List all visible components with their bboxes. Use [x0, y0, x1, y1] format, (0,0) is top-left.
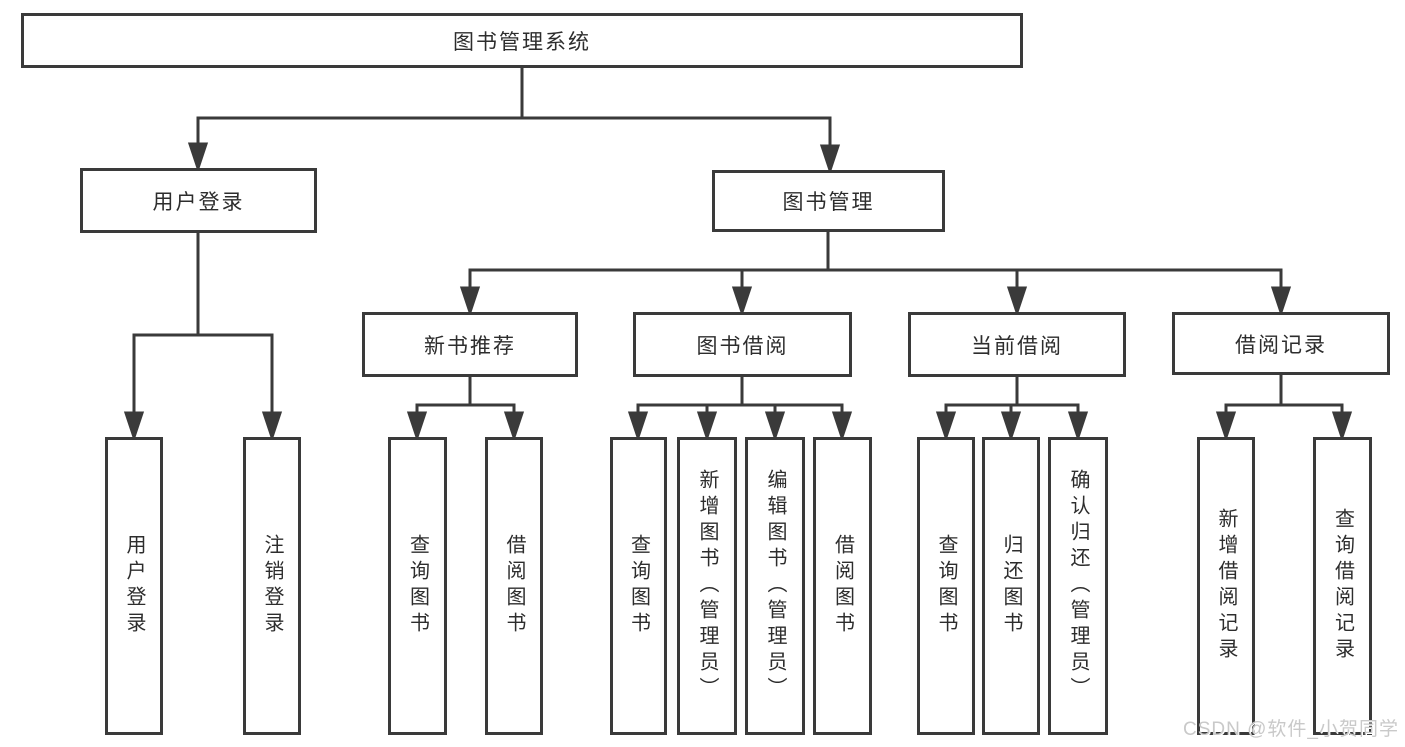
connector-user-login-to-leaves: [123, 231, 283, 442]
leaf-label: 编辑图书（管理员）: [764, 469, 786, 703]
node-root-system: 图书管理系统: [21, 13, 1023, 68]
node-user-login: 用户登录: [80, 168, 317, 233]
node-book-management: 图书管理: [712, 170, 945, 232]
node-label: 图书管理: [782, 191, 875, 214]
connector-borrow-record-to-leaves: [1215, 373, 1353, 442]
node-label: 用户登录: [152, 190, 245, 214]
node-current-borrow: 当前借阅: [908, 312, 1126, 377]
leaf-label: 新增图书（管理员）: [696, 469, 718, 703]
node-label: 图书管理系统: [453, 30, 591, 54]
leaf-label: 归还图书: [1000, 534, 1022, 638]
csdn-watermark: CSDN @软件_小贺同学: [1183, 719, 1399, 740]
connector-book-borrow-to-leaves: [627, 375, 853, 442]
leaf-add-book-admin: 新增图书（管理员）: [677, 437, 737, 735]
leaf-label: 用户登录: [123, 534, 145, 638]
leaf-label: 查询图书: [627, 534, 650, 638]
leaf-query-books-current: 查询图书: [917, 437, 975, 735]
node-new-book-recommend: 新书推荐: [362, 312, 578, 377]
leaf-label: 借阅图书: [503, 534, 525, 638]
connector-current-borrow-to-leaves: [935, 375, 1089, 442]
connector-new-book-to-leaves: [406, 375, 525, 442]
connector-book-management-to-level3: [459, 230, 1292, 317]
leaf-user-login: 用户登录: [105, 437, 163, 735]
leaf-label: 注销登录: [261, 534, 283, 638]
node-label: 当前借阅: [971, 334, 1063, 358]
leaf-query-borrow-record: 查询借阅记录: [1313, 437, 1372, 735]
leaf-label: 查询图书: [406, 534, 429, 638]
leaf-confirm-return-admin: 确认归还（管理员）: [1048, 437, 1108, 735]
leaf-label: 确认归还（管理员）: [1067, 469, 1089, 703]
connector-root-to-level2: [187, 66, 841, 175]
leaf-add-borrow-record: 新增借阅记录: [1197, 437, 1255, 735]
node-book-borrow: 图书借阅: [633, 312, 852, 377]
node-label: 借阅记录: [1235, 333, 1327, 357]
leaf-label: 查询图书: [935, 534, 957, 638]
leaf-label: 查询借阅记录: [1331, 508, 1354, 664]
leaf-query-books-recommend: 查询图书: [388, 437, 447, 735]
leaf-borrow-books: 借阅图书: [813, 437, 872, 735]
node-label: 图书借阅: [696, 334, 789, 358]
leaf-return-book: 归还图书: [982, 437, 1040, 735]
leaf-logout: 注销登录: [243, 437, 301, 735]
leaf-borrow-books-recommend: 借阅图书: [485, 437, 543, 735]
leaf-edit-book-admin: 编辑图书（管理员）: [745, 437, 805, 735]
node-label: 新书推荐: [424, 334, 516, 358]
node-borrow-records: 借阅记录: [1172, 312, 1390, 375]
leaf-label: 借阅图书: [831, 534, 854, 638]
leaf-query-books-borrow: 查询图书: [610, 437, 667, 735]
leaf-label: 新增借阅记录: [1215, 508, 1237, 664]
